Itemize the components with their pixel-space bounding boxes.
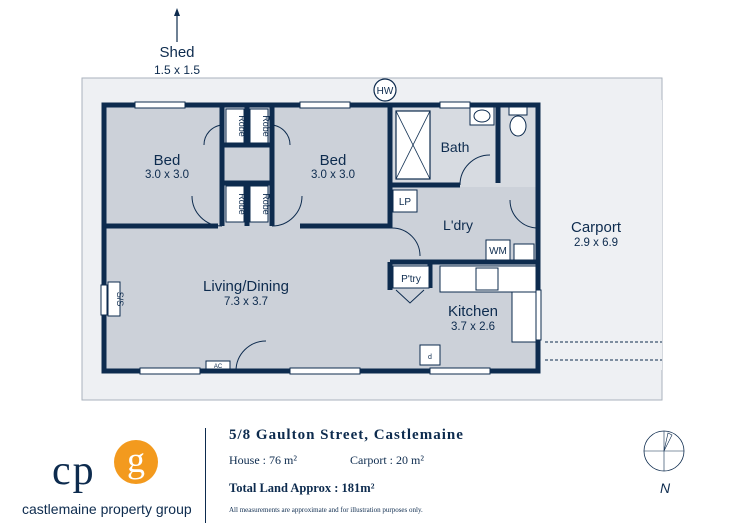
lp-label: LP: [399, 197, 412, 208]
room-bed-1-name: Bed: [154, 152, 181, 169]
robes: [225, 108, 269, 223]
washing-machine: [485, 239, 511, 261]
air-conditioner: [205, 360, 231, 370]
brand-logo: cp g castlemaine property group: [22, 437, 212, 517]
logo-g-circle: g: [114, 440, 158, 484]
compass-icon: N: [643, 430, 685, 496]
wm-label: WM: [489, 246, 507, 257]
brand-name-bold: castlemaine: [22, 501, 97, 517]
pantry-label: P'try: [401, 274, 421, 285]
robe-label-3: Robe: [237, 193, 247, 215]
room-kitchen-name: Kitchen: [448, 303, 498, 320]
laundry-tub: [513, 243, 535, 261]
room-carport-name: Carport: [571, 219, 622, 236]
total-land: Total Land Approx : 181m²: [229, 481, 375, 495]
linen-press: [392, 189, 418, 213]
carport-area-label: Carport : 20 m²: [350, 453, 424, 467]
ac-label: AC: [214, 364, 223, 370]
room-bed-2-size: 3.0 x 3.0: [311, 169, 355, 181]
room-bed-2-name: Bed: [320, 152, 347, 169]
shed-label: Shed: [159, 44, 194, 61]
room-bed-1-size: 3.0 x 3.0: [145, 169, 189, 181]
footer: cp g castlemaine property group 5/8 Gaul…: [0, 415, 750, 530]
footer-divider: [205, 428, 206, 523]
disclaimer: All measurements are approximate and for…: [229, 506, 423, 514]
carport-area: [540, 100, 662, 370]
hot-water-unit: [373, 78, 397, 102]
room-carport-size: 2.9 x 6.9: [574, 237, 618, 249]
floor-plan: Shed 1.5 x 1.5: [81, 8, 663, 401]
robe-label-1: Robe: [237, 115, 247, 137]
kitchen-side-bench: [511, 291, 537, 343]
logo-cp: cp: [52, 448, 96, 494]
dishwasher-label: d: [428, 354, 432, 361]
room-kitchen-size: 3.7 x 2.6: [451, 321, 495, 333]
house-area: House : 76 m²: [229, 453, 297, 467]
dishwasher: [419, 344, 441, 366]
hw-label: HW: [377, 86, 394, 97]
door-swings: [191, 124, 539, 372]
room-living-name: Living/Dining: [203, 278, 289, 295]
ss-label: S/S: [115, 292, 125, 307]
property-address: 5/8 Gaulton Street, Castlemaine: [229, 427, 464, 443]
robe-label-4: Robe: [261, 193, 271, 215]
toilet: [508, 106, 528, 116]
shed-arrow-head: [174, 8, 180, 16]
room-laundry-name: L'dry: [443, 217, 473, 233]
robe-label-2: Robe: [261, 115, 271, 137]
pantry: [392, 265, 430, 289]
compass-north: N: [660, 480, 671, 496]
shed-size: 1.5 x 1.5: [154, 63, 200, 77]
room-bath-name: Bath: [441, 139, 470, 155]
room-living-size: 7.3 x 3.7: [224, 296, 268, 308]
area-row: House : 76 m² Carport : 20 m²: [229, 453, 464, 468]
windows: [100, 101, 542, 375]
brand-name: castlemaine property group: [22, 501, 192, 517]
slow-combustion-stove: [107, 281, 121, 317]
cooktop: [475, 267, 499, 291]
brand-name-rest: property group: [96, 501, 192, 517]
property-info: 5/8 Gaulton Street, Castlemaine House : …: [229, 427, 464, 514]
